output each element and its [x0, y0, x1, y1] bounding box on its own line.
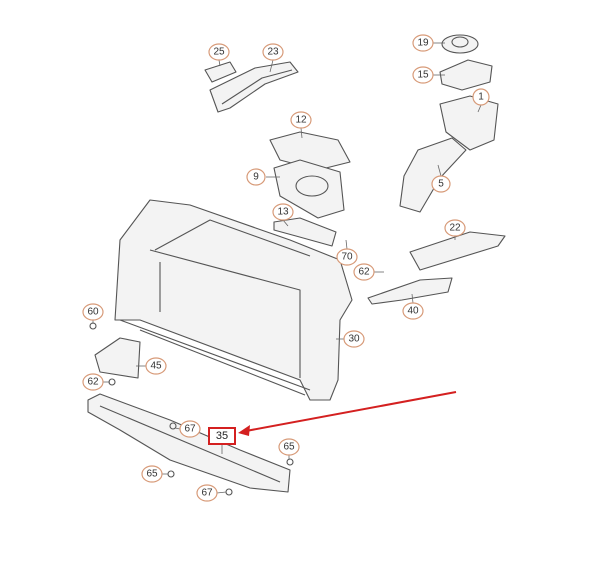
part-35-lower-support-bar	[87, 393, 294, 496]
callout-label: 5	[438, 179, 444, 190]
red-arrow-icon	[238, 391, 457, 436]
part-25-23-wheelhouse-bracket	[204, 61, 299, 113]
callout-label: 45	[150, 361, 162, 372]
callout-19[interactable]: 19	[412, 34, 434, 52]
callout-label: 19	[417, 38, 429, 49]
callout-label: 60	[87, 307, 99, 318]
callout-1[interactable]: 1	[472, 88, 490, 106]
callout-label: 25	[213, 47, 225, 58]
part-30-lock-carrier	[114, 199, 353, 401]
highlighted-callout-35[interactable]: 35	[208, 427, 236, 445]
part-12-9-13-air-duct	[269, 131, 351, 247]
highlight-label: 35	[216, 430, 228, 442]
callout-70[interactable]: 70	[336, 248, 358, 266]
callout-25[interactable]: 25	[208, 43, 230, 61]
callout-62-upper[interactable]: 62	[353, 263, 375, 281]
callout-label: 40	[407, 306, 419, 317]
callout-9[interactable]: 9	[246, 168, 266, 186]
callout-45[interactable]: 45	[145, 357, 167, 375]
callout-label: 62	[358, 267, 370, 278]
callout-label: 65	[283, 442, 295, 453]
callout-15[interactable]: 15	[412, 66, 434, 84]
callout-13[interactable]: 13	[272, 203, 294, 221]
callout-5[interactable]: 5	[431, 175, 451, 193]
callout-67-upper[interactable]: 67	[179, 420, 201, 438]
callout-62-lower[interactable]: 62	[82, 373, 104, 391]
part-19-15-1-5-strut-tower	[399, 34, 499, 213]
callout-40[interactable]: 40	[402, 302, 424, 320]
callout-label: 65	[146, 469, 158, 480]
callout-label: 70	[341, 252, 353, 263]
callout-label: 13	[277, 207, 289, 218]
callout-23[interactable]: 23	[262, 43, 284, 61]
callout-65-right[interactable]: 65	[278, 438, 300, 456]
callout-label: 15	[417, 70, 429, 81]
callout-label: 30	[348, 334, 360, 345]
part-22-40-brackets	[367, 231, 506, 305]
callout-label: 67	[184, 424, 196, 435]
callout-65-left[interactable]: 65	[141, 465, 163, 483]
callout-12[interactable]: 12	[290, 111, 312, 129]
callout-label: 23	[267, 47, 279, 58]
callout-label: 1	[478, 92, 484, 103]
callout-60[interactable]: 60	[82, 303, 104, 321]
callout-label: 62	[87, 377, 99, 388]
leader-lines	[92, 42, 482, 494]
callout-label: 9	[253, 172, 259, 183]
callout-label: 22	[449, 223, 461, 234]
callout-67-lower[interactable]: 67	[196, 484, 218, 502]
callout-22[interactable]: 22	[444, 219, 466, 237]
callout-30[interactable]: 30	[343, 330, 365, 348]
callout-label: 12	[295, 115, 307, 126]
callout-label: 67	[201, 488, 213, 499]
